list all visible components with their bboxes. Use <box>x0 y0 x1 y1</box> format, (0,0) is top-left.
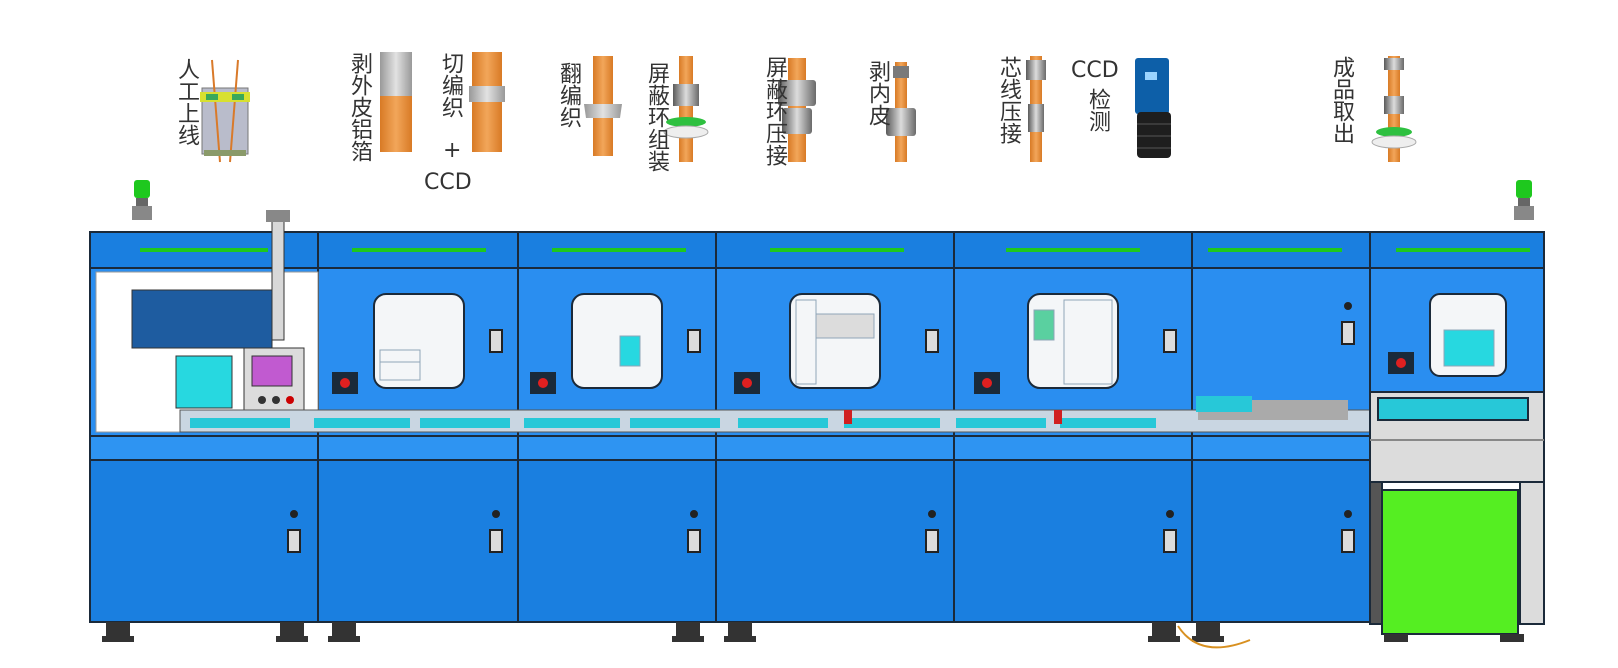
signal-light-right <box>1514 180 1534 220</box>
operator-station <box>95 210 319 433</box>
label-flip-braid: 翻编织 <box>556 62 581 128</box>
core-crimp-sample-icon <box>1026 56 1046 162</box>
cut-braid-sample-icon <box>469 52 505 152</box>
lower-door-handles <box>287 510 1355 553</box>
ccd-camera-icon <box>1135 58 1171 158</box>
product-unload-sample-icon <box>1371 56 1417 162</box>
signal-light-left <box>132 180 152 220</box>
label-product-unload: 成品取出 <box>1329 56 1354 144</box>
upper-door-handles <box>489 302 1355 353</box>
label-cut-braid-plus: + <box>443 138 462 163</box>
shield-ring-crimp-sample-icon <box>778 58 816 162</box>
cable-hose <box>1177 625 1251 649</box>
label-manual-load: 人工上线 <box>174 58 199 146</box>
label-shield-ring-crimp: 屏蔽环压接 <box>762 56 787 166</box>
label-ccd-inspect: 检测 <box>1085 88 1110 132</box>
shield-ring-assembly-sample-icon <box>663 56 709 162</box>
label-cut-braid: 切编织 <box>438 52 463 118</box>
manual-load-sample-icon <box>200 59 250 163</box>
label-strip-outer: 剥外皮铝箔 <box>347 52 372 162</box>
label-strip-inner: 剥内皮 <box>865 60 890 126</box>
label-ccd: CCD <box>1071 58 1119 83</box>
label-shield-ring-assembly: 屏蔽环组装 <box>644 62 669 172</box>
strip-inner-sample-icon <box>886 62 916 162</box>
unload-section <box>1369 391 1545 635</box>
window-details <box>379 299 1495 385</box>
hood-indicators <box>140 248 1530 252</box>
flip-braid-sample-icon <box>584 56 622 156</box>
leveling-feet <box>102 622 1524 642</box>
conveyor-strip <box>179 396 1371 433</box>
strip-outer-sample-icon <box>380 52 412 152</box>
label-cut-braid-ccd: CCD <box>424 170 472 195</box>
label-core-crimp: 芯线压接 <box>996 56 1021 144</box>
panel-buttons <box>332 352 1414 394</box>
